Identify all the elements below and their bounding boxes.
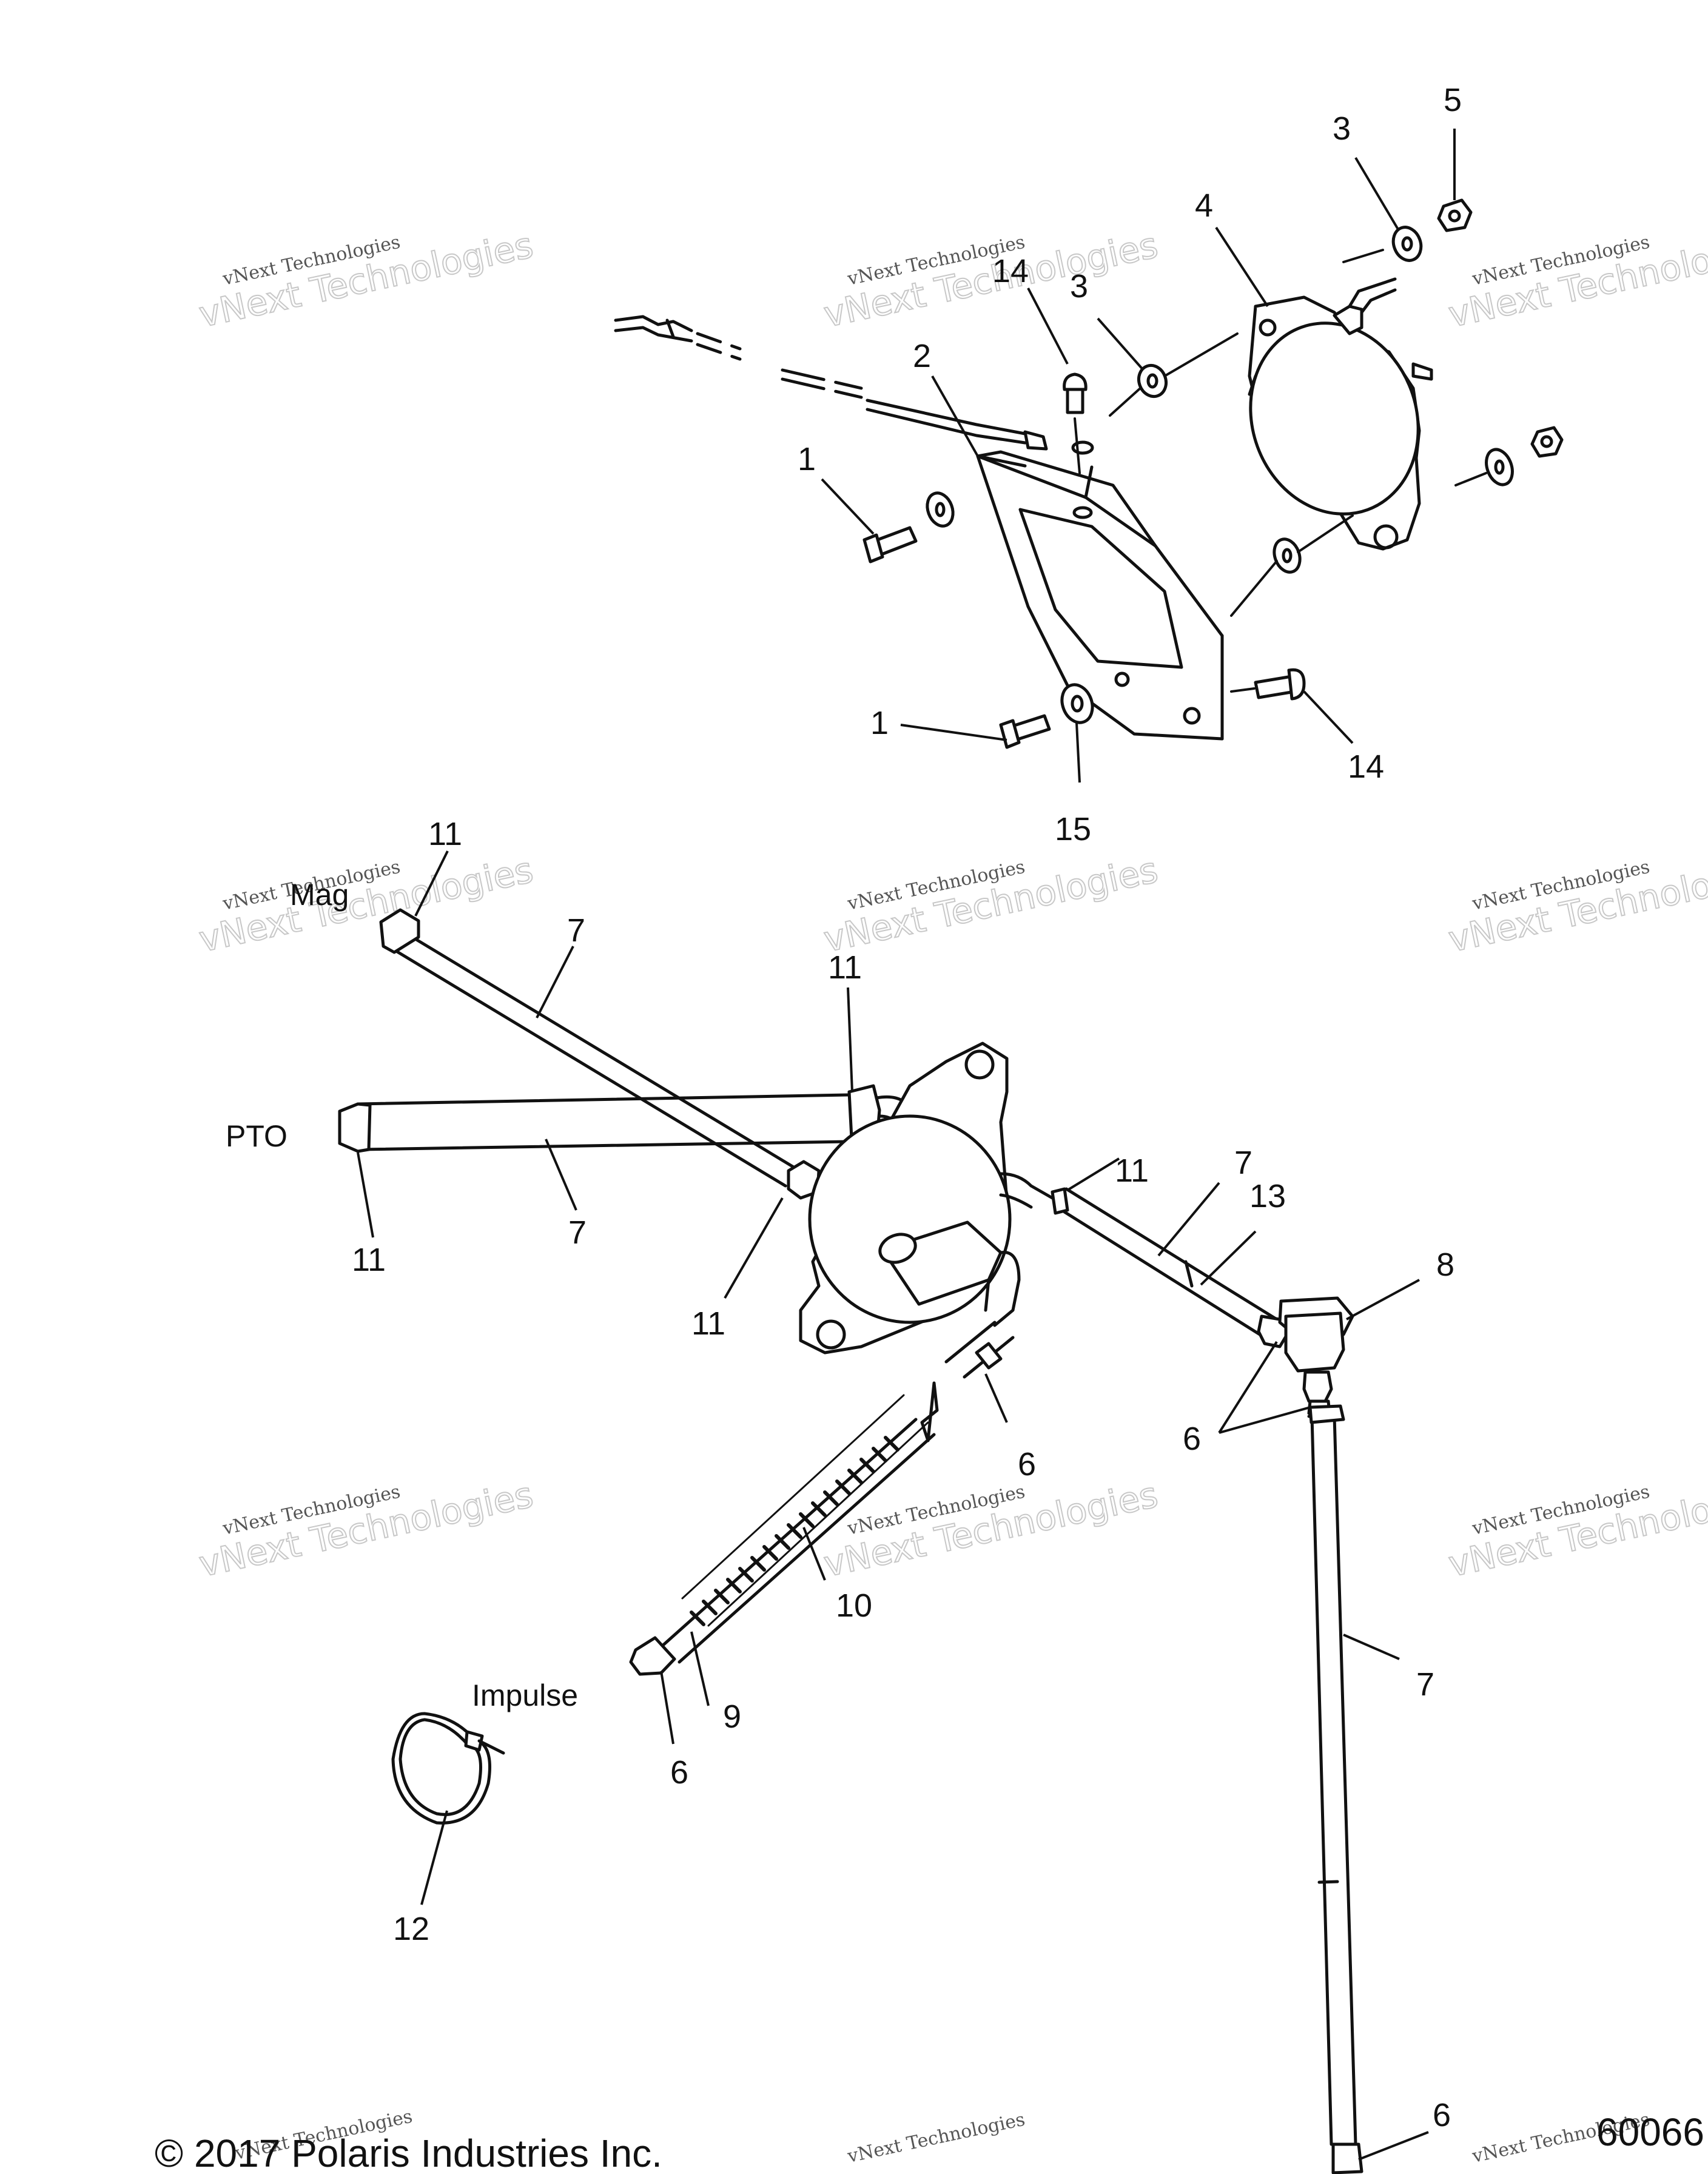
fuel-pump-top — [1248, 277, 1433, 551]
corrugation — [690, 1436, 899, 1626]
watermark: vNext Technologies vNext Technologies — [1444, 849, 1708, 961]
label-impulse: Impulse — [472, 1678, 578, 1712]
callout-11: 11 — [352, 1242, 386, 1278]
hardware-bolts — [862, 372, 1306, 749]
label-mag: Mag — [290, 878, 349, 912]
callout-12: 12 — [393, 1911, 429, 1947]
word-labels: Mag PTO Impulse — [226, 878, 578, 1712]
callout-15: 15 — [1055, 811, 1091, 847]
watermark: vNext Technologies vNext Technologies — [195, 224, 537, 336]
mounting-bracket — [976, 450, 1224, 741]
watermark-line1: vNext Technologies — [845, 2109, 1027, 2167]
callout-6: 6 — [1018, 1446, 1036, 1482]
watermark: vNext Technologies vNext Technologies — [195, 849, 537, 961]
callout-13: 13 — [1249, 1178, 1286, 1214]
callout-numbers: 5 3 4 14 3 2 1 1 15 14 11 7 11 11 7 11 1… — [352, 82, 1462, 2133]
label-pto: PTO — [226, 1119, 287, 1153]
watermark: vNext Technologies vNext Technologies — [1444, 224, 1708, 336]
callout-14: 14 — [992, 253, 1029, 289]
watermark: vNext Technologies — [845, 2109, 1027, 2167]
hose-outlet — [999, 1172, 1291, 1348]
watermark: vNext Technologies vNext Technologies — [195, 1473, 537, 1586]
watermark: vNext Technologies vNext Technologies — [1444, 1473, 1708, 1586]
leader-lines — [357, 129, 1456, 2161]
callout-5: 5 — [1444, 82, 1462, 118]
copyright-text: © 2017 Polaris Industries Inc. — [155, 2132, 662, 2174]
callout-3: 3 — [1070, 268, 1088, 305]
callout-11: 11 — [828, 949, 862, 986]
callout-6: 6 — [670, 1754, 688, 1791]
callout-11: 11 — [1115, 1153, 1149, 1189]
hose-mag — [379, 908, 830, 1200]
hose-pto — [338, 1084, 918, 1157]
mount-assembly — [614, 198, 1564, 749]
callout-14: 14 — [1348, 749, 1384, 785]
fuel-pump-bottom — [799, 1042, 1021, 1355]
diagram-code: 60066 — [1596, 2110, 1704, 2154]
hose-impulse — [629, 1321, 1015, 1676]
callout-1: 1 — [798, 441, 816, 477]
callout-11: 11 — [691, 1305, 725, 1342]
callout-7: 7 — [1416, 1666, 1434, 1703]
wire-harness — [614, 315, 1094, 455]
callout-10: 10 — [836, 1587, 872, 1624]
assembly-lines — [1074, 249, 1487, 693]
watermark: vNext Technologies vNext Technologies — [819, 1473, 1162, 1586]
callout-7: 7 — [568, 1214, 587, 1251]
check-valve-fitting — [1278, 1296, 1354, 1403]
callout-7: 7 — [567, 912, 585, 949]
footer: © 2017 Polaris Industries Inc. 60066 — [155, 2110, 1704, 2174]
callout-3: 3 — [1333, 110, 1351, 147]
callout-7: 7 — [1234, 1145, 1252, 1181]
callout-11: 11 — [428, 816, 462, 852]
callout-8: 8 — [1436, 1247, 1454, 1283]
hose-clamp — [391, 1712, 505, 1825]
callout-9: 9 — [723, 1698, 741, 1735]
hose-vertical — [1307, 1399, 1363, 2174]
callout-1: 1 — [870, 705, 889, 741]
hose-assembly — [338, 908, 1363, 2174]
watermark: vNext Technologies vNext Technologies — [819, 849, 1162, 961]
callout-4: 4 — [1195, 187, 1213, 224]
callout-6: 6 — [1433, 2097, 1451, 2133]
callout-2: 2 — [913, 338, 931, 374]
callout-6: 6 — [1183, 1421, 1201, 1457]
watermark: vNext Technologies vNext Technologies — [819, 224, 1162, 336]
hardware-washers — [926, 198, 1564, 724]
